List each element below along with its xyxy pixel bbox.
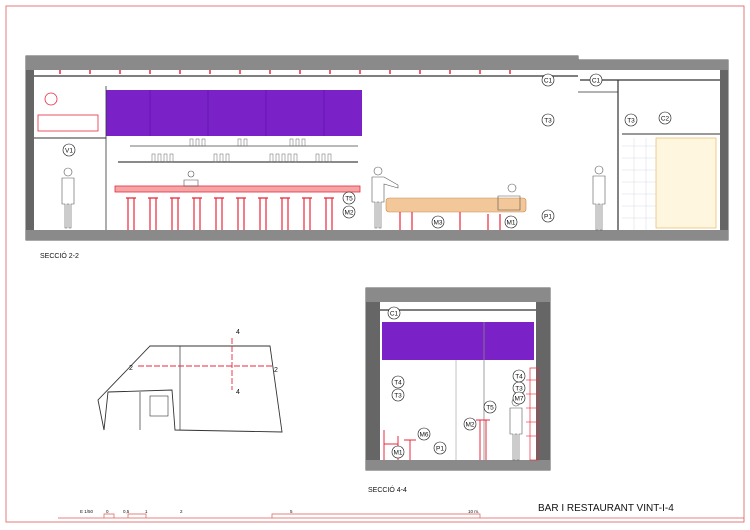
svg-text:5: 5: [290, 509, 293, 514]
svg-text:10 m.: 10 m.: [468, 509, 479, 514]
roof-slab: [26, 56, 578, 70]
bulkhead-divisions: [149, 90, 325, 136]
bar-counter: [114, 185, 361, 193]
svg-text:2: 2: [129, 365, 133, 372]
purple-bulkhead-4-4: [382, 322, 534, 360]
floor-slab: [26, 230, 728, 240]
tiled-wall: [655, 137, 717, 229]
svg-text:M7: M7: [514, 396, 523, 403]
plan-key: 2 2 4 4: [97, 329, 283, 433]
svg-text:2: 2: [274, 367, 278, 374]
section-2-2-tags: C1 C1 T3 T3 C2 V1 T5 M2 M3 M1 P1: [62, 73, 672, 229]
svg-text:T3: T3: [394, 393, 402, 400]
svg-text:T4: T4: [515, 374, 523, 381]
svg-text:4: 4: [236, 389, 240, 396]
svg-text:1: 1: [145, 509, 148, 514]
shelving-unit: [529, 367, 539, 461]
section-4-4: C1 T4 T3 T3 T4 M7 T5 M2 M6 M1 P1 SECCIÓ …: [365, 287, 551, 494]
svg-text:T3: T3: [544, 118, 552, 125]
section-4-4-tags: C1 T4 T3 T3 T4 M7 T5 M2 M6 M1 P1: [387, 306, 526, 459]
people-figures: [61, 165, 606, 231]
svg-text:T3: T3: [515, 386, 523, 393]
wall-clock-icon: [44, 92, 58, 106]
svg-text:2: 2: [180, 509, 183, 514]
tile-grid: [622, 138, 656, 230]
svg-text:P1: P1: [544, 214, 552, 221]
right-wall: [720, 60, 728, 240]
hood-unit: [37, 114, 99, 132]
wooden-bench: [385, 197, 527, 213]
section-2-2-label: SECCIÓ 2-2: [40, 251, 79, 260]
svg-text:C1: C1: [390, 311, 399, 318]
svg-text:C1: C1: [544, 78, 553, 85]
scale-bar: E 1/50 0 0,5 1 2 5 10 m.: [58, 509, 744, 519]
bar-stools: [126, 197, 334, 230]
svg-text:T4: T4: [394, 380, 402, 387]
svg-text:T5: T5: [486, 405, 494, 412]
svg-text:C1: C1: [592, 78, 601, 85]
left-wall: [26, 56, 34, 240]
svg-text:T3: T3: [627, 118, 635, 125]
chairs-4-4: [383, 419, 490, 460]
svg-text:P1: P1: [436, 446, 444, 453]
purple-bulkhead: [106, 90, 362, 136]
svg-text:E 1/50: E 1/50: [80, 509, 94, 514]
tables: [399, 212, 501, 230]
svg-text:M1: M1: [506, 220, 515, 227]
svg-text:C2: C2: [661, 116, 670, 123]
svg-text:4: 4: [236, 329, 240, 336]
svg-text:M1: M1: [393, 450, 402, 457]
people-4-4: [509, 397, 523, 461]
svg-text:M3: M3: [433, 220, 442, 227]
roof-slab-right: [578, 60, 728, 70]
svg-text:M2: M2: [465, 422, 474, 429]
svg-text:T5: T5: [345, 196, 353, 203]
svg-text:0,5: 0,5: [123, 509, 130, 514]
bottles: [151, 138, 332, 163]
plan-outline: [97, 345, 283, 433]
section-2-2: C1 C1 T3 T3 C2 V1 T5 M2 M3 M1 P1 SECCIÓ …: [25, 55, 729, 260]
ceiling-lights: [59, 70, 511, 74]
section-4-4-label: SECCIÓ 4-4: [368, 485, 407, 494]
sheet-frame: [5, 5, 745, 523]
svg-text:M6: M6: [419, 432, 428, 439]
svg-text:M2: M2: [344, 210, 353, 217]
drawing-title: BAR I RESTAURANT VINT-I-4: [538, 503, 674, 514]
svg-text:0: 0: [106, 509, 109, 514]
svg-text:V1: V1: [65, 148, 73, 155]
